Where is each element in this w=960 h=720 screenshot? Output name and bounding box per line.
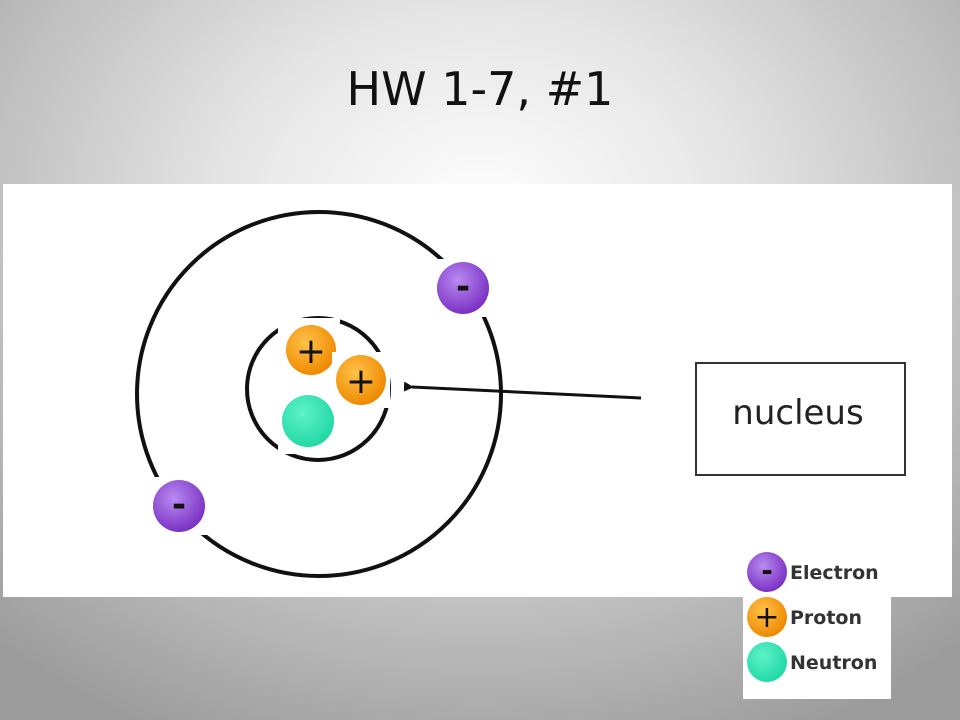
electron-sign: - xyxy=(456,267,470,307)
proton-sign: + xyxy=(346,361,376,402)
legend-item-electron: - Electron xyxy=(747,552,879,592)
nucleus-label: nucleus xyxy=(732,393,863,433)
legend-label: Electron xyxy=(790,562,879,584)
proton-sign: + xyxy=(296,331,326,372)
legend-symbol: - xyxy=(761,554,773,587)
legend-label: Neutron xyxy=(790,652,877,674)
legend-item-neutron: Neutron xyxy=(747,642,877,682)
nucleus-arrow xyxy=(403,381,642,400)
outer-orbit xyxy=(135,210,503,578)
electron-top-right: - xyxy=(434,259,492,317)
slide-title: HW 1-7, #1 xyxy=(346,62,614,116)
electron-bottom-left: - xyxy=(150,477,208,535)
legend-symbol: + xyxy=(754,600,779,635)
proton-2: + xyxy=(332,352,390,408)
proton-1: + xyxy=(286,325,336,375)
nucleus-callout: nucleus xyxy=(695,362,906,476)
neutron xyxy=(282,395,334,447)
legend: - Electron + Proton Neutron xyxy=(747,552,879,682)
legend-item-proton: + Proton xyxy=(747,597,862,637)
legend-label: Proton xyxy=(790,607,862,629)
electron-sign: - xyxy=(172,485,186,525)
